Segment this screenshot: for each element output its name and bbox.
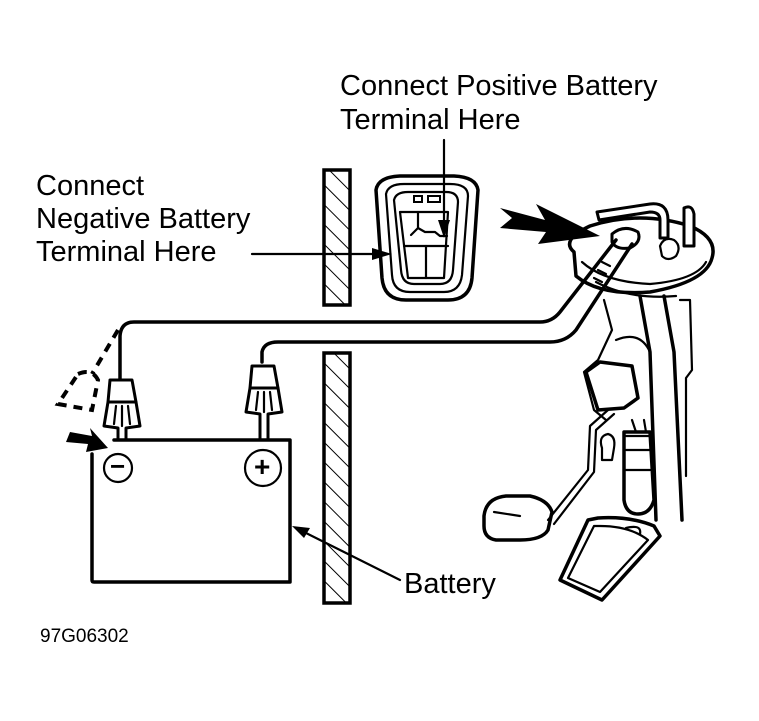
direction-arrow [500, 204, 600, 244]
negative-terminal-symbol-icon [102, 452, 134, 484]
battery [90, 438, 292, 584]
pump-connector [374, 174, 480, 302]
positive-symbol: + [254, 451, 271, 482]
positive-terminal-label-line2: Terminal Here [340, 104, 521, 136]
test-leads [118, 238, 634, 382]
ghost-negative-clip [54, 328, 120, 413]
positive-terminal-label-line1: Connect Positive Battery [340, 70, 658, 102]
battery-label: Battery [404, 568, 496, 600]
negative-terminal-label-line1: Connect [36, 170, 145, 202]
negative-terminal-label-line2: Negative Battery [36, 203, 251, 235]
negative-terminal-arrow [66, 428, 108, 452]
negative-symbol: − [110, 451, 126, 481]
positive-clip [244, 364, 284, 442]
negative-clip [102, 378, 142, 442]
negative-terminal-label-line3: Terminal Here [36, 236, 217, 268]
figure-code: 97G06302 [40, 626, 129, 647]
battery-leader [292, 526, 402, 582]
negative-terminal-leader [250, 248, 392, 260]
positive-terminal-leader [438, 138, 450, 238]
bulkhead-wall [322, 168, 352, 605]
positive-terminal-symbol-icon [243, 448, 283, 488]
fuel-pump-module [482, 202, 715, 602]
